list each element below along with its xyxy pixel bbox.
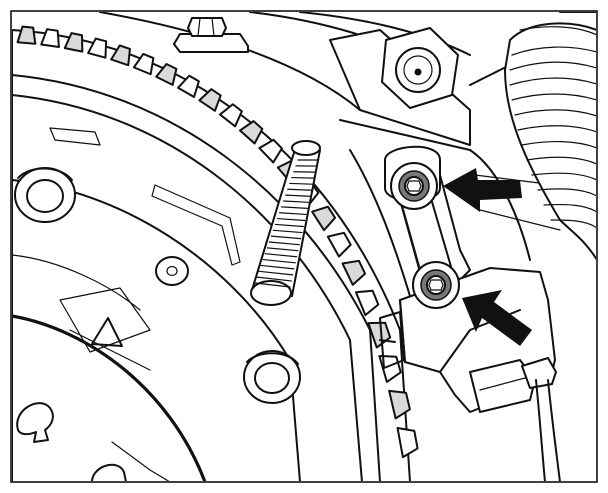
keyhole-cutouts xyxy=(16,402,127,481)
stud-thread xyxy=(260,264,295,270)
gear-tooth xyxy=(258,138,283,164)
threaded-stud xyxy=(250,140,321,306)
stud-thread xyxy=(256,276,292,282)
gear-tooth xyxy=(40,28,60,49)
stud-thread xyxy=(276,217,306,222)
gear-tooth xyxy=(311,205,337,232)
stud-thread xyxy=(278,212,307,216)
stud-thread xyxy=(285,194,311,197)
stud-thread xyxy=(262,258,296,264)
stud-thread xyxy=(258,270,294,276)
gear-tooth xyxy=(198,88,222,112)
stud-thread xyxy=(281,206,308,209)
gear-tooth xyxy=(326,231,352,258)
flywheel-bolt-left xyxy=(14,167,76,223)
gear-tooth xyxy=(388,389,411,420)
flywheel-bolt-lower xyxy=(243,350,301,404)
gear-tooth xyxy=(396,426,419,459)
gear-tooth xyxy=(155,63,178,86)
arrow-left-icon xyxy=(443,168,522,212)
gear-tooth xyxy=(132,52,155,76)
gear-tooth xyxy=(110,44,131,67)
stud-thread xyxy=(289,182,314,185)
hex-bolt-top xyxy=(173,17,249,53)
corrugated-hose xyxy=(504,22,596,261)
stud-thread xyxy=(268,241,300,246)
stud-thread xyxy=(274,223,304,228)
stud-thread xyxy=(283,200,310,203)
sensor-mount-nut xyxy=(381,27,459,109)
stud-thread xyxy=(272,229,303,234)
gear-tooth xyxy=(239,120,264,145)
gear-tooth xyxy=(63,32,84,53)
flywheel-small-hole xyxy=(155,256,189,286)
flywheel xyxy=(12,29,411,481)
gear-tooth xyxy=(354,289,380,317)
arrow-up-left-icon xyxy=(462,290,532,346)
stud-thread xyxy=(291,176,315,179)
stud-thread xyxy=(254,282,291,288)
stud-thread xyxy=(264,253,298,258)
upper-bolt xyxy=(390,162,438,210)
gear-tooth xyxy=(16,25,37,45)
stud-thread xyxy=(266,247,299,252)
stud-thread xyxy=(287,188,312,191)
lower-bolt xyxy=(412,261,460,309)
gear-tooth xyxy=(341,259,367,286)
gear-tooth xyxy=(219,103,243,128)
gear-tooth xyxy=(177,74,200,99)
stud-thread xyxy=(270,235,302,240)
gear-tooth xyxy=(87,37,108,59)
triangle-mark-icon xyxy=(91,317,123,347)
